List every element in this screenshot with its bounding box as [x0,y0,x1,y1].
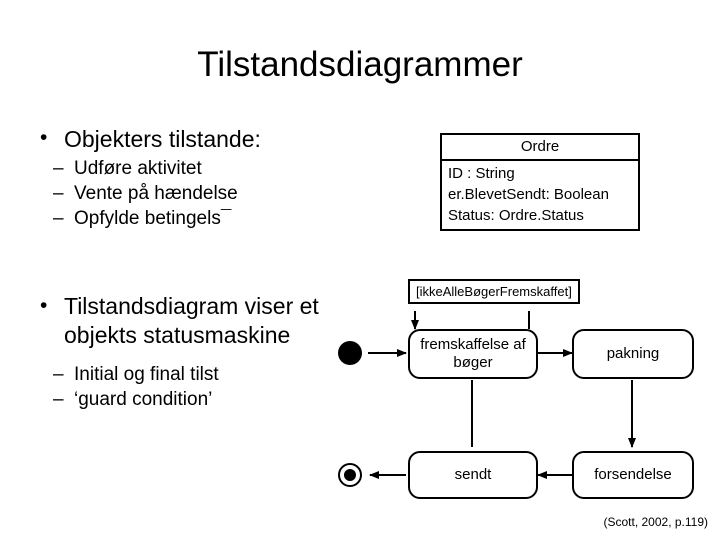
sub-bullet-initial-og-final: Initial og final tilst [53,362,328,387]
class-attribute-id: ID : String [448,165,515,182]
final-state-node [338,463,362,487]
sub-bullet-list-2: Initial og final tilst ‘guard condition’ [28,362,328,412]
state-forsendelse: forsendelse [572,451,694,499]
sub-bullet-vente-pa-haendelse: Vente på hændelse [53,181,358,206]
state-diagram-connectors [368,311,636,479]
state-diagram: [ikkeAlleBøgerFremskaffet] fremskaffelse… [320,265,710,515]
initial-state-node [338,341,362,365]
sub-bullet-opfylde-betingelser: Opfylde betingels¯ [53,206,358,231]
state-pakning: pakning [572,329,694,379]
class-attribute-erblevetsendt: er.BlevetSendt: Boolean [448,186,609,203]
class-box-attributes: ID : String er.BlevetSendt: Boolean Stat… [442,161,638,229]
sub-bullet-udfore-aktivitet: Udføre aktivitet [53,156,358,181]
bullet-group-2: Tilstandsdiagram viser et objekts status… [28,291,328,412]
page-title: Tilstandsdiagrammer [197,45,523,84]
source-credit: (Scott, 2002, p.119) [603,515,708,529]
bullet-item-objekters-tilstande: Objekters tilstande: [28,123,358,154]
class-attribute-status: Status: Ordre.Status [448,207,584,224]
class-box-ordre: Ordre ID : String er.BlevetSendt: Boolea… [440,133,640,231]
class-box-name: Ordre [442,135,638,161]
state-sendt: sendt [408,451,538,499]
state-fremskaffelse-af-boger: fremskaffelse af bøger [408,329,538,379]
guard-condition-label: [ikkeAlleBøgerFremskaffet] [408,279,580,304]
bullet-group-1: Objekters tilstande: Udføre aktivitet Ve… [28,123,358,231]
sub-bullet-guard-condition: ‘guard condition’ [53,387,328,412]
bullet-item-tilstandsdiagram: Tilstandsdiagram viser et objekts status… [28,291,328,350]
sub-bullet-list-1: Udføre aktivitet Vente på hændelse Opfyl… [28,156,358,231]
